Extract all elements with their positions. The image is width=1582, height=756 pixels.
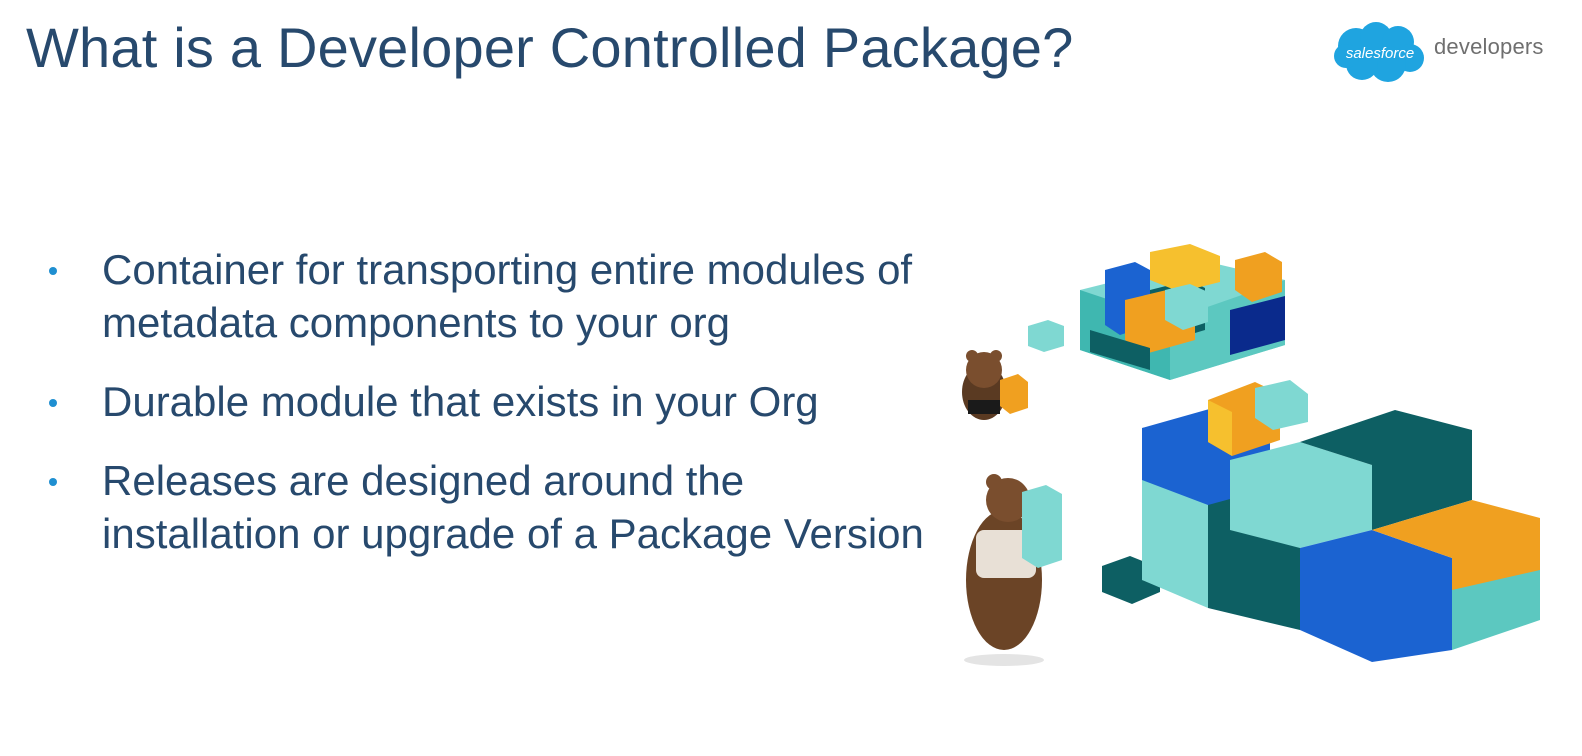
upper-box-cluster <box>1080 244 1285 380</box>
bullet-dot-icon <box>49 399 57 407</box>
salesforce-wordmark: salesforce <box>1346 45 1414 62</box>
salesforce-cloud-icon: salesforce <box>1334 22 1424 82</box>
small-bear-character <box>962 350 1028 420</box>
bullet-text: Container for transporting entire module… <box>102 246 913 346</box>
bullet-item: Durable module that exists in your Org <box>40 375 940 428</box>
lower-box-stack <box>1142 380 1540 662</box>
large-bear-character <box>964 474 1062 666</box>
slide-title: What is a Developer Controlled Package? <box>26 16 1074 79</box>
developers-label: developers <box>1434 34 1544 59</box>
bullet-text: Releases are designed around the install… <box>102 457 924 557</box>
bullet-list: Container for transporting entire module… <box>40 243 940 586</box>
bullet-dot-icon <box>49 267 57 275</box>
bullet-item: Container for transporting entire module… <box>40 243 940 349</box>
bullet-dot-icon <box>49 478 57 486</box>
salesforce-developers-logo: salesforce developers <box>1330 18 1560 90</box>
bullet-text: Durable module that exists in your Org <box>102 378 819 425</box>
small-teal-box <box>1028 320 1064 352</box>
bullet-item: Releases are designed around the install… <box>40 454 940 560</box>
bears-stacking-boxes-illustration <box>962 244 1540 666</box>
